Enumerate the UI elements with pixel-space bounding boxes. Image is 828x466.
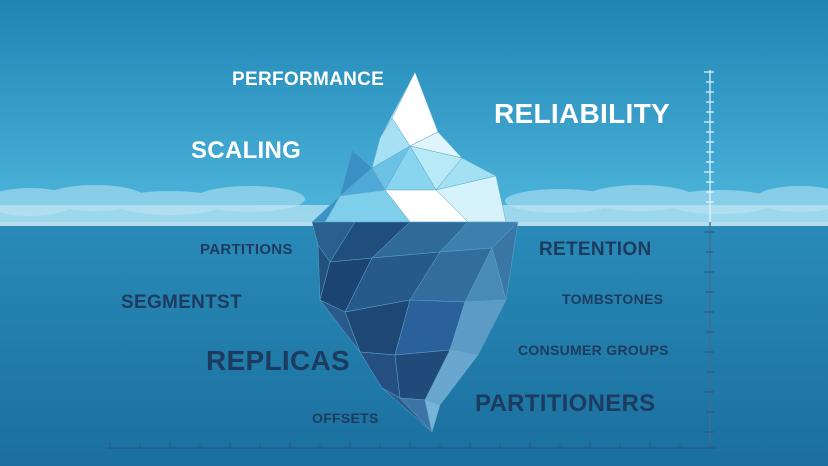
label-retention: RETENTION (539, 239, 652, 260)
label-consumer-groups: CONSUMER GROUPS (518, 342, 669, 358)
label-segmentst: SEGMENTST (121, 292, 242, 313)
iceberg-illustration (311, 71, 519, 433)
label-replicas: REPLICAS (206, 345, 350, 376)
horizontal-ruler (106, 442, 716, 449)
label-scaling: SCALING (191, 137, 302, 164)
label-reliability: RELIABILITY (494, 98, 670, 129)
label-partitioners: PARTITIONERS (475, 390, 656, 417)
label-tombstones: TOMBSTONES (562, 291, 664, 307)
depth-ruler-below (704, 222, 714, 446)
label-offsets: OFFSETS (312, 410, 379, 426)
label-performance: PERFORMANCE (232, 69, 385, 90)
label-partitions: PARTITIONS (200, 241, 293, 258)
